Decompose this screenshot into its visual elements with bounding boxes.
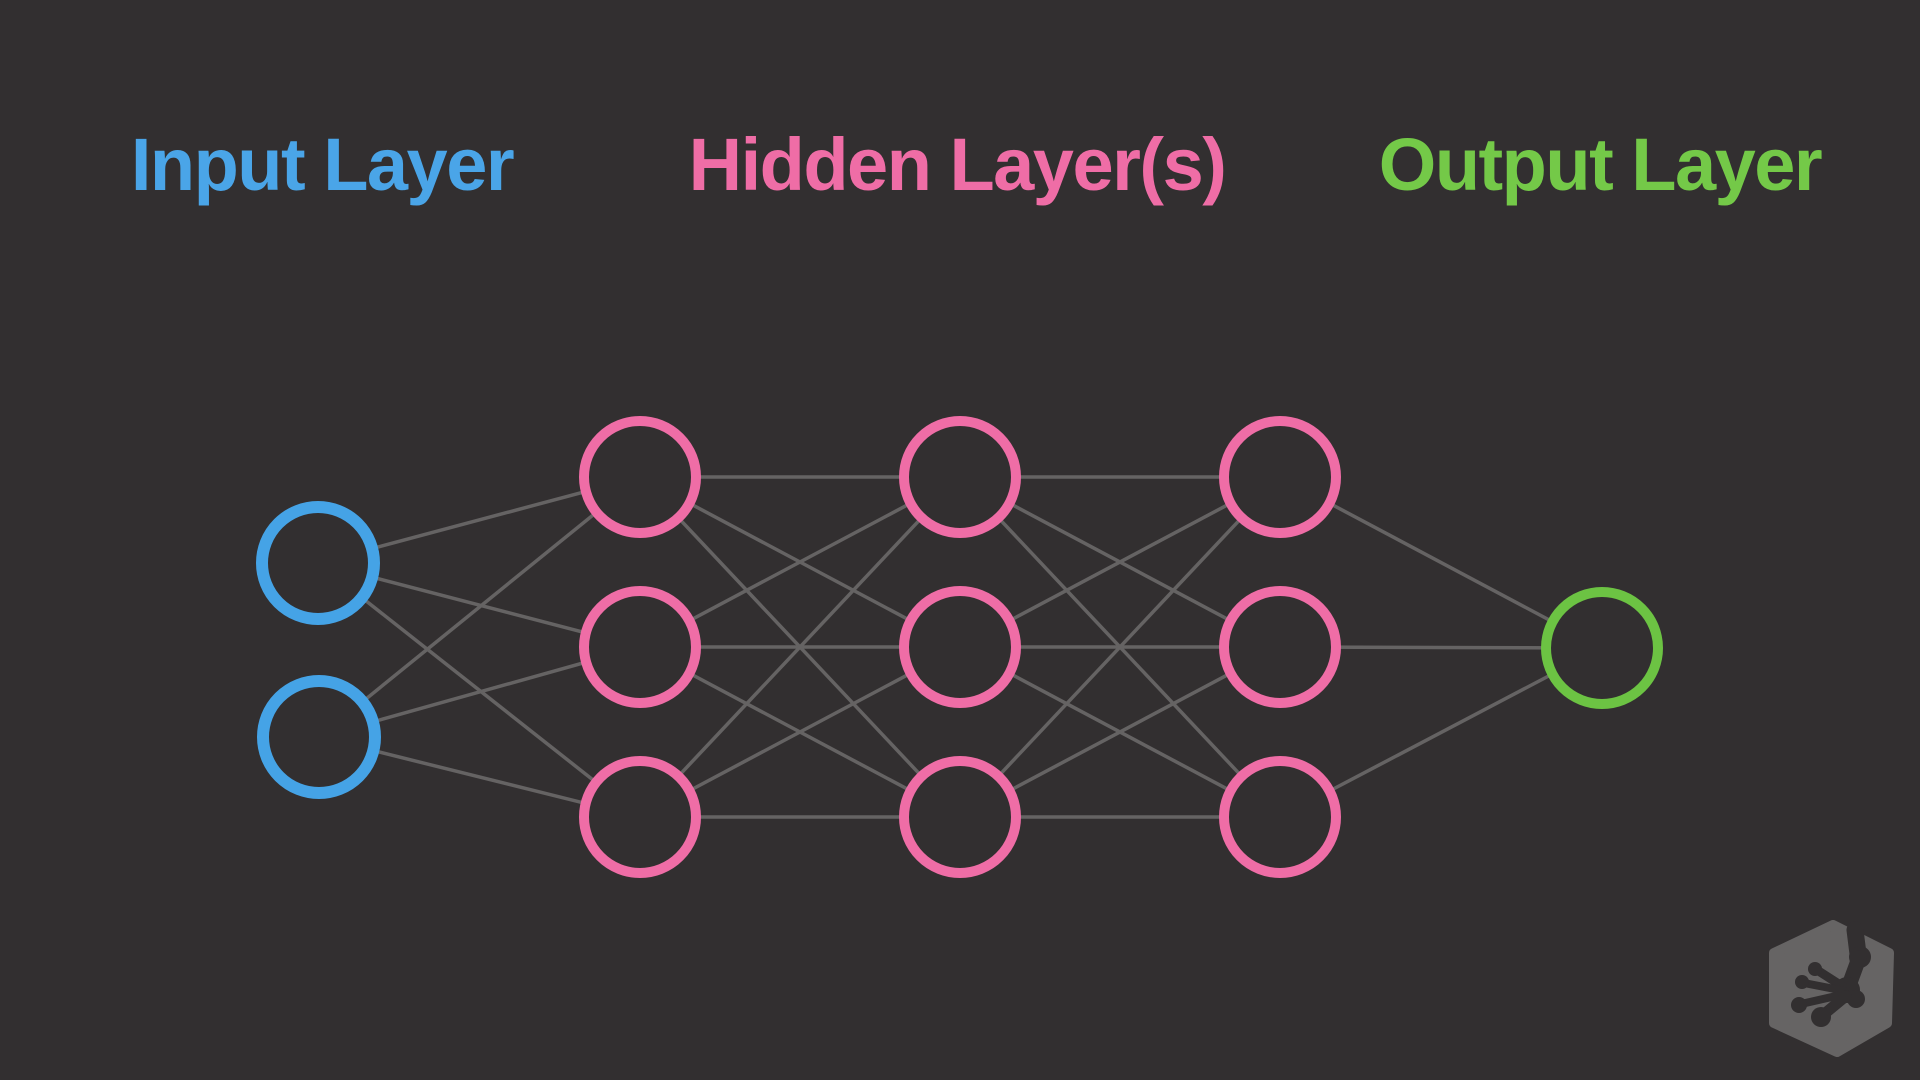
hidden-layer-2-node-2 — [899, 586, 1021, 708]
hidden-layer-1-node-3 — [579, 756, 701, 878]
input-layer-node-1 — [256, 501, 380, 625]
output-layer-node-1 — [1541, 587, 1663, 709]
hidden-layer-3-node-2 — [1219, 586, 1341, 708]
hidden-layer-3-node-1 — [1219, 416, 1341, 538]
edge — [317, 475, 642, 739]
edge — [316, 561, 642, 819]
node-group — [256, 416, 1663, 878]
edge — [958, 475, 1282, 819]
label-output-layer: Output Layer — [1378, 123, 1823, 206]
gecko-footprint-icon — [1791, 921, 1871, 1027]
edge — [638, 475, 962, 819]
hidden-layer-2-node-1 — [899, 416, 1021, 538]
label-hidden-layers: Hidden Layer(s) — [688, 123, 1227, 206]
input-layer-node-2 — [257, 675, 381, 799]
hidden-layer-1-node-1 — [579, 416, 701, 538]
hidden-layer-3-node-3 — [1219, 756, 1341, 878]
label-input-layer: Input Layer — [130, 123, 515, 206]
treehouse-logo — [1769, 920, 1894, 1057]
hidden-layer-2-node-3 — [899, 756, 1021, 878]
hidden-layer-1-node-2 — [579, 586, 701, 708]
